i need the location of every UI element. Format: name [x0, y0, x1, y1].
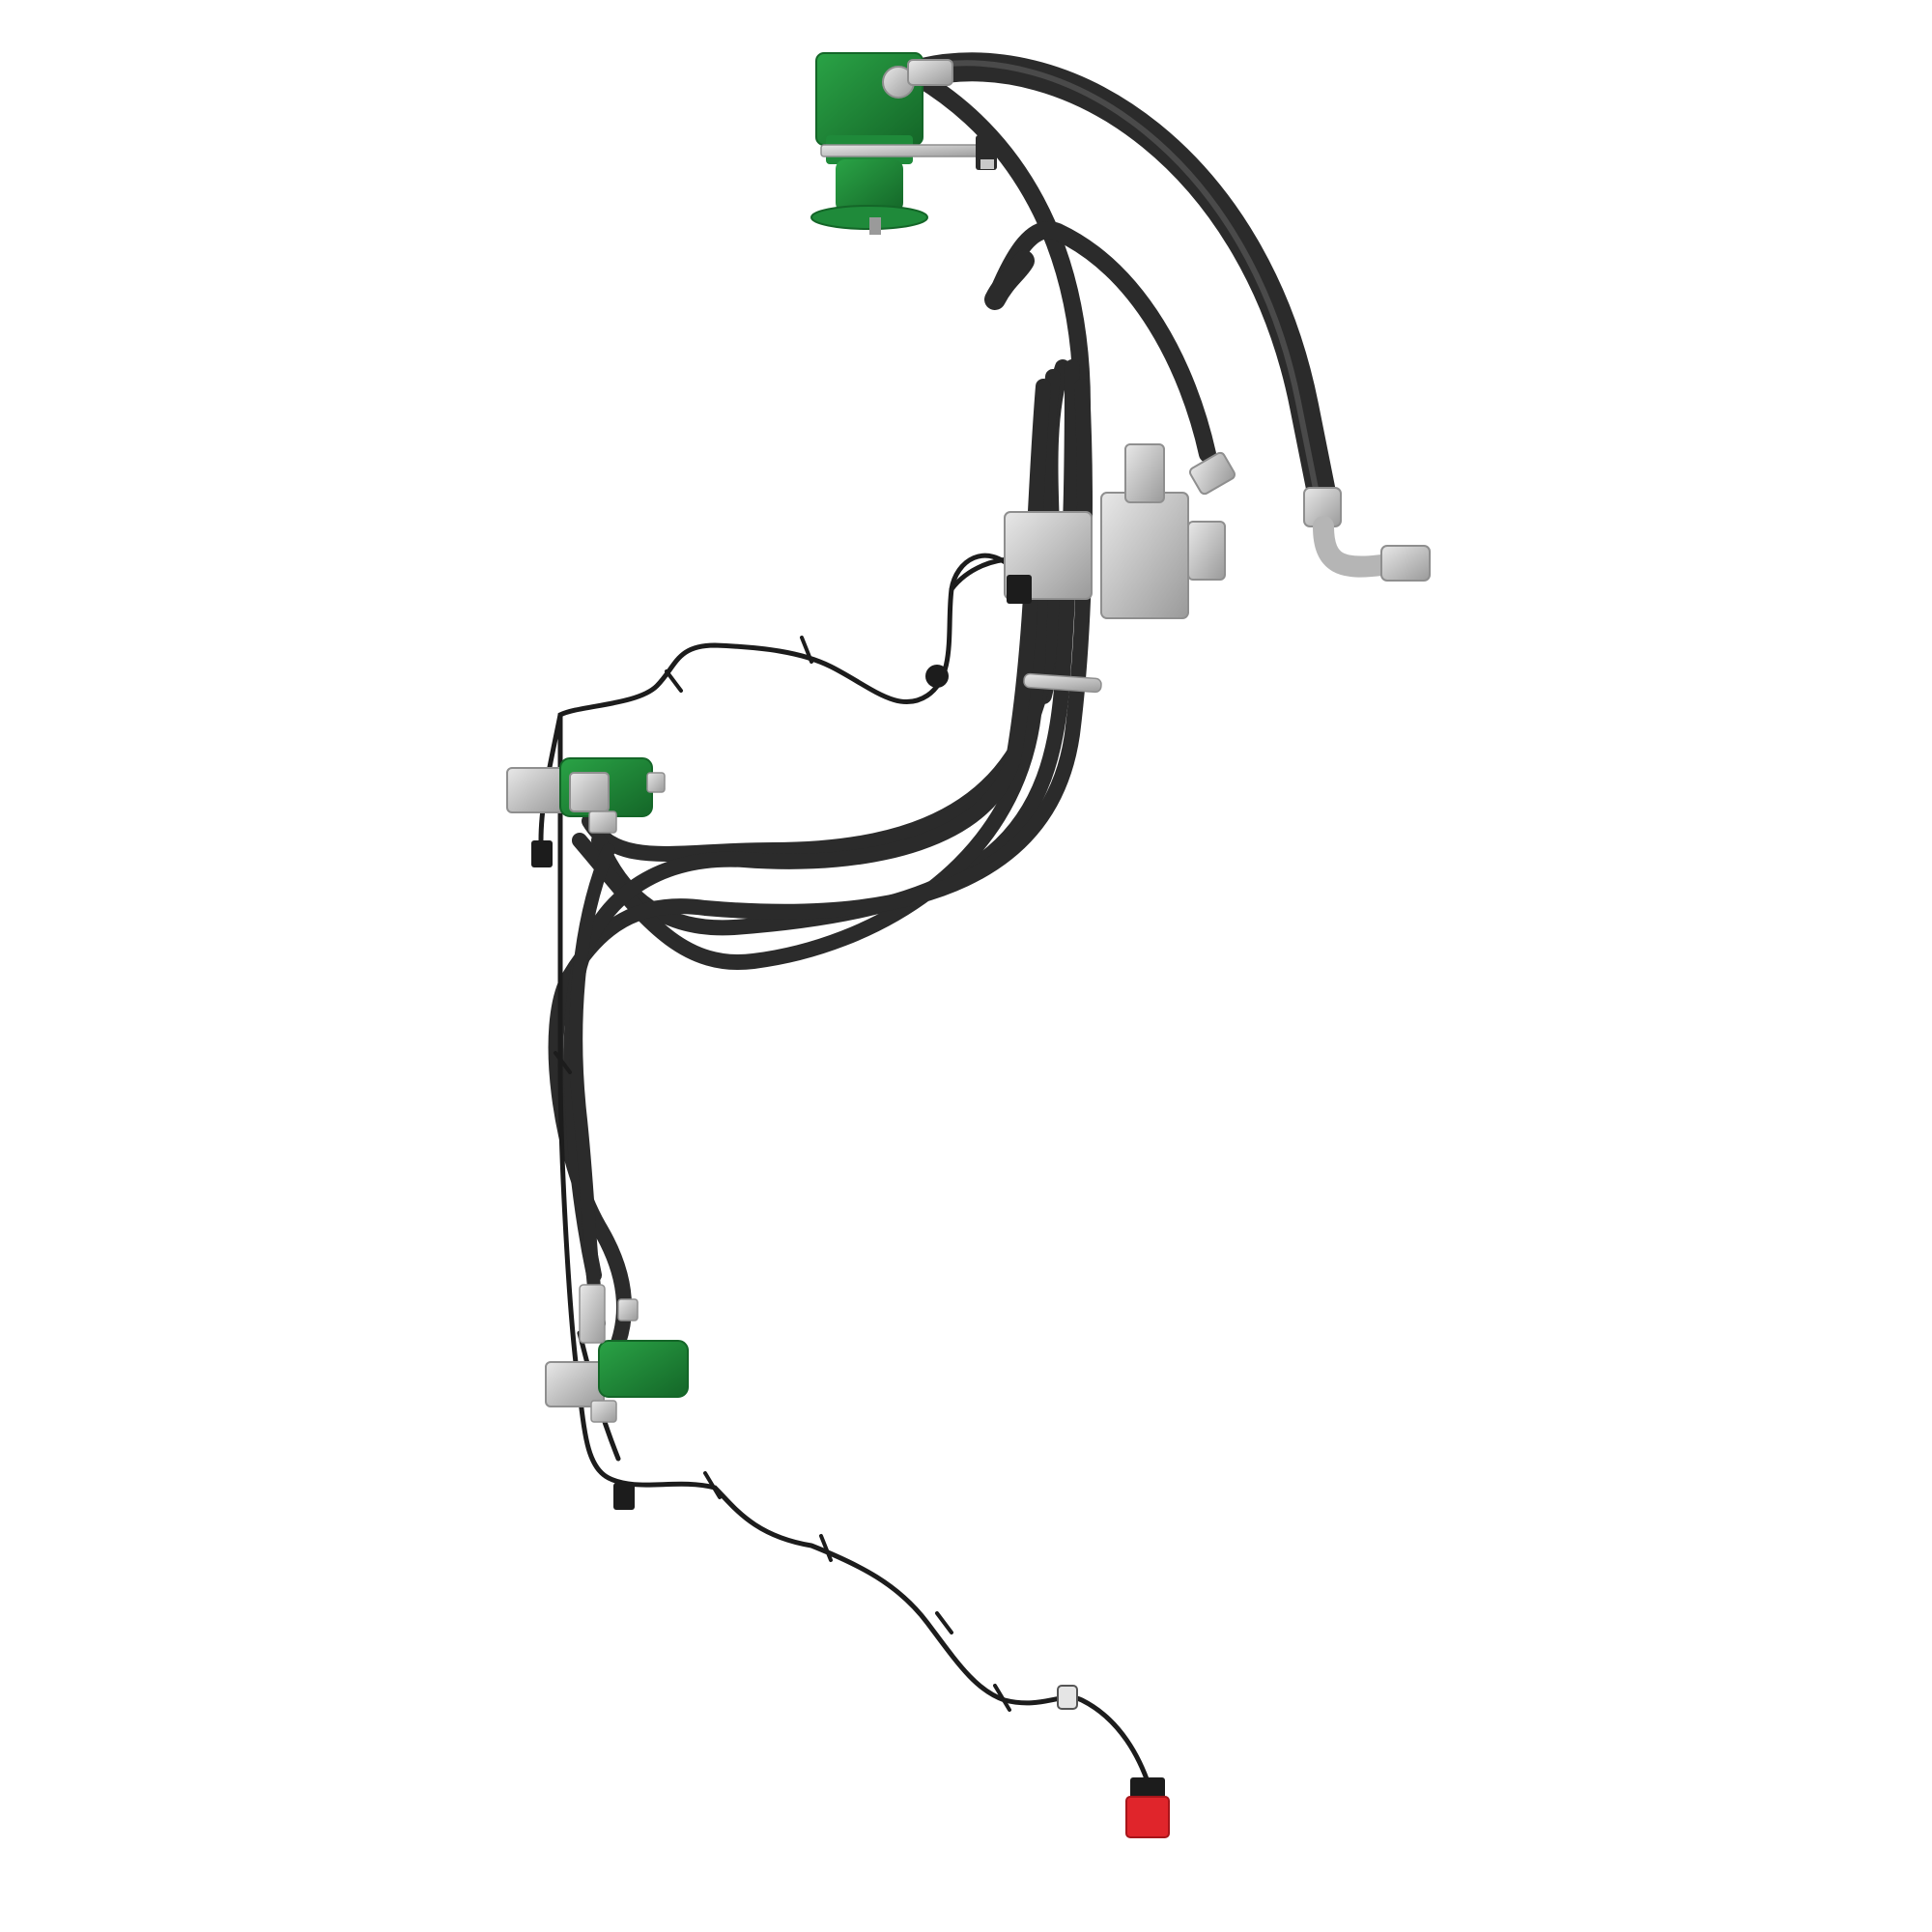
valve-block-icon: [1004, 443, 1236, 619]
lower-motor-icon: [545, 1284, 689, 1423]
top-motor-icon: [810, 52, 997, 235]
elbow-fitting: [1303, 487, 1431, 582]
harness-connectors: [531, 840, 635, 1510]
hydraulic-hoses: [548, 52, 1338, 1350]
hose-clamp: [1023, 672, 1102, 694]
red-connector-icon: [1125, 1777, 1170, 1838]
harness-trunk: [557, 553, 1152, 1790]
hose-bundle-5: [563, 379, 1051, 1283]
harness-clips: [554, 636, 1011, 1712]
upper-motor-icon: [506, 757, 666, 834]
hose-lower-motor-feed: [569, 843, 615, 1330]
case-drain-hose: [986, 221, 1216, 463]
hose-bundle-2: [591, 359, 1080, 936]
